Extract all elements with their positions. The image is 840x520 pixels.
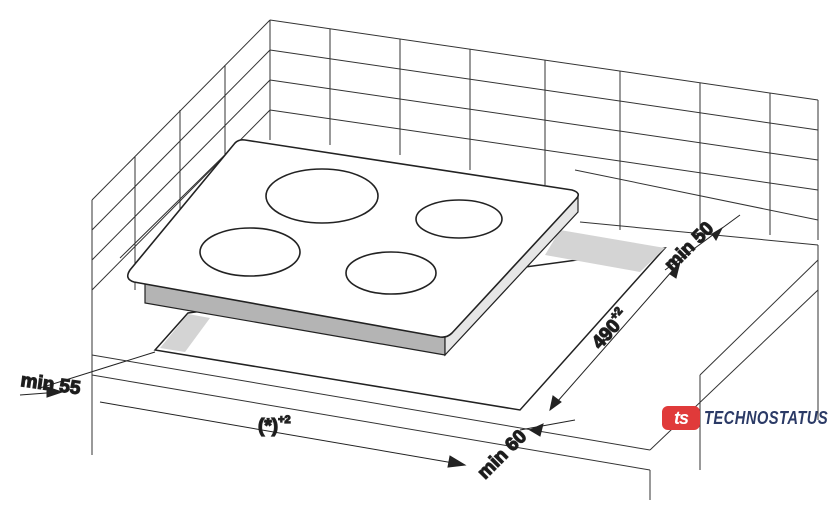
- min-60-label: min 60: [474, 426, 531, 483]
- logo-mark: ts: [662, 406, 700, 430]
- burner-back-left: [265, 168, 379, 224]
- min-50-label: min 50: [661, 218, 718, 275]
- burner-back-right: [415, 199, 503, 239]
- width-tolerance: +2: [278, 414, 291, 426]
- width-label: (*)+2: [258, 414, 291, 437]
- burner-front-right: [345, 251, 437, 295]
- countertop: [91, 245, 819, 500]
- cutout-visible-gap-left: [160, 314, 210, 352]
- burner-front-left: [199, 227, 301, 277]
- hob-glass-top: [126, 139, 580, 338]
- dimension-lines: [19, 214, 741, 468]
- cutout-visible-gap-back: [545, 230, 665, 272]
- width-value: (*): [258, 416, 278, 437]
- back-wall-tiles: [269, 19, 819, 246]
- logo-text: TECHNOSTATUS: [704, 407, 829, 428]
- min-55-label: min 55: [19, 370, 82, 399]
- technostatus-logo: ts TECHNOSTATUS: [662, 406, 840, 430]
